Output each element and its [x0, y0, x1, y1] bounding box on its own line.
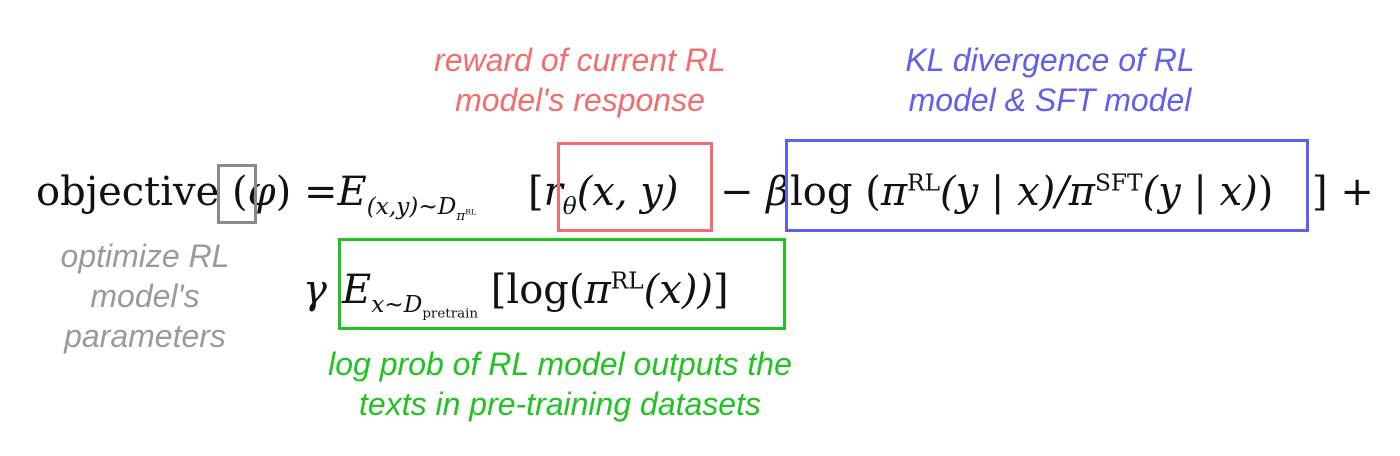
kl-annotation-line-2: model & SFT model — [908, 82, 1192, 118]
objective-word: objective — [36, 169, 220, 215]
expectation-1: E — [337, 169, 367, 215]
expectation-1-policy-sup: RL — [465, 207, 477, 217]
kl-condition-1: (y | x)/ — [939, 169, 1069, 215]
optimize-annotation-line-3: parameters — [64, 318, 226, 354]
objective-param: φ — [247, 169, 276, 215]
kl-condition-2: (y | x) — [1142, 169, 1258, 215]
close-bracket-plus: ] + — [1312, 169, 1374, 215]
objective-formula-line-1: objective (φ) =E(x,y)∼DπRL — [36, 169, 477, 224]
expectation-2: E — [342, 267, 372, 313]
reward-highlight-box — [557, 142, 713, 232]
policy-rl-sup: RL — [907, 169, 940, 197]
pretrain-open-bracket: [ — [490, 267, 507, 313]
kl-highlight-box — [785, 139, 1309, 232]
reward-args: (x, y) — [576, 169, 679, 215]
kl-annotation: KL divergence of RL model & SFT model — [855, 40, 1245, 120]
gamma-symbol-wrap: γ — [303, 270, 327, 310]
reward-annotation: reward of current RL model's response — [395, 40, 765, 120]
pretrain-policy-sup: RL — [610, 267, 644, 295]
optimize-annotation-line-1: optimize RL — [60, 238, 230, 274]
pretrain-args: (x)) — [643, 267, 714, 313]
pretrain-policy: π — [584, 267, 611, 313]
policy-sft: π — [1068, 169, 1096, 215]
expectation-1-subscript: (x,y)∼D — [366, 193, 457, 220]
reward-subscript: θ — [562, 193, 577, 220]
optimize-annotation: optimize RL model's parameters — [25, 236, 265, 356]
reward-annotation-line-1: reward of current RL — [434, 42, 726, 78]
pretrain-term: Ex∼Dpretrain [log(πRL(x))] — [342, 267, 729, 321]
equals-sign: = — [303, 169, 338, 215]
reward-annotation-line-2: model's response — [455, 82, 705, 118]
gamma-symbol: γ — [303, 267, 327, 313]
pretrain-highlight-box — [338, 238, 786, 330]
beta-term: − β — [720, 172, 789, 212]
minus-beta: − β — [720, 169, 790, 215]
kl-term: log (πRL(y | x)/πSFT(y | x)) — [790, 169, 1274, 215]
expectation-1-policy: π — [456, 208, 466, 224]
pretrain-log: log( — [506, 267, 585, 313]
kl-annotation-line-1: KL divergence of RL — [905, 42, 1195, 78]
param-highlight-box — [217, 164, 257, 224]
log-word: log — [790, 169, 853, 215]
expectation-2-subscript: x∼D — [371, 291, 423, 318]
policy-sft-sup: SFT — [1095, 169, 1143, 197]
optimize-annotation-line-2: model's — [90, 278, 200, 314]
kl-close-paren: ) — [1257, 169, 1274, 215]
logprob-annotation-line-2: texts in pre-training datasets — [359, 386, 761, 422]
expectation-2-dataset: pretrain — [422, 306, 479, 322]
logprob-annotation-line-1: log prob of RL model outputs the — [328, 346, 792, 382]
formula-tail: ] + — [1312, 172, 1374, 212]
policy-rl: π — [880, 169, 908, 215]
pretrain-close-bracket: ] — [713, 267, 729, 313]
logprob-annotation: log prob of RL model outputs the texts i… — [250, 344, 870, 424]
